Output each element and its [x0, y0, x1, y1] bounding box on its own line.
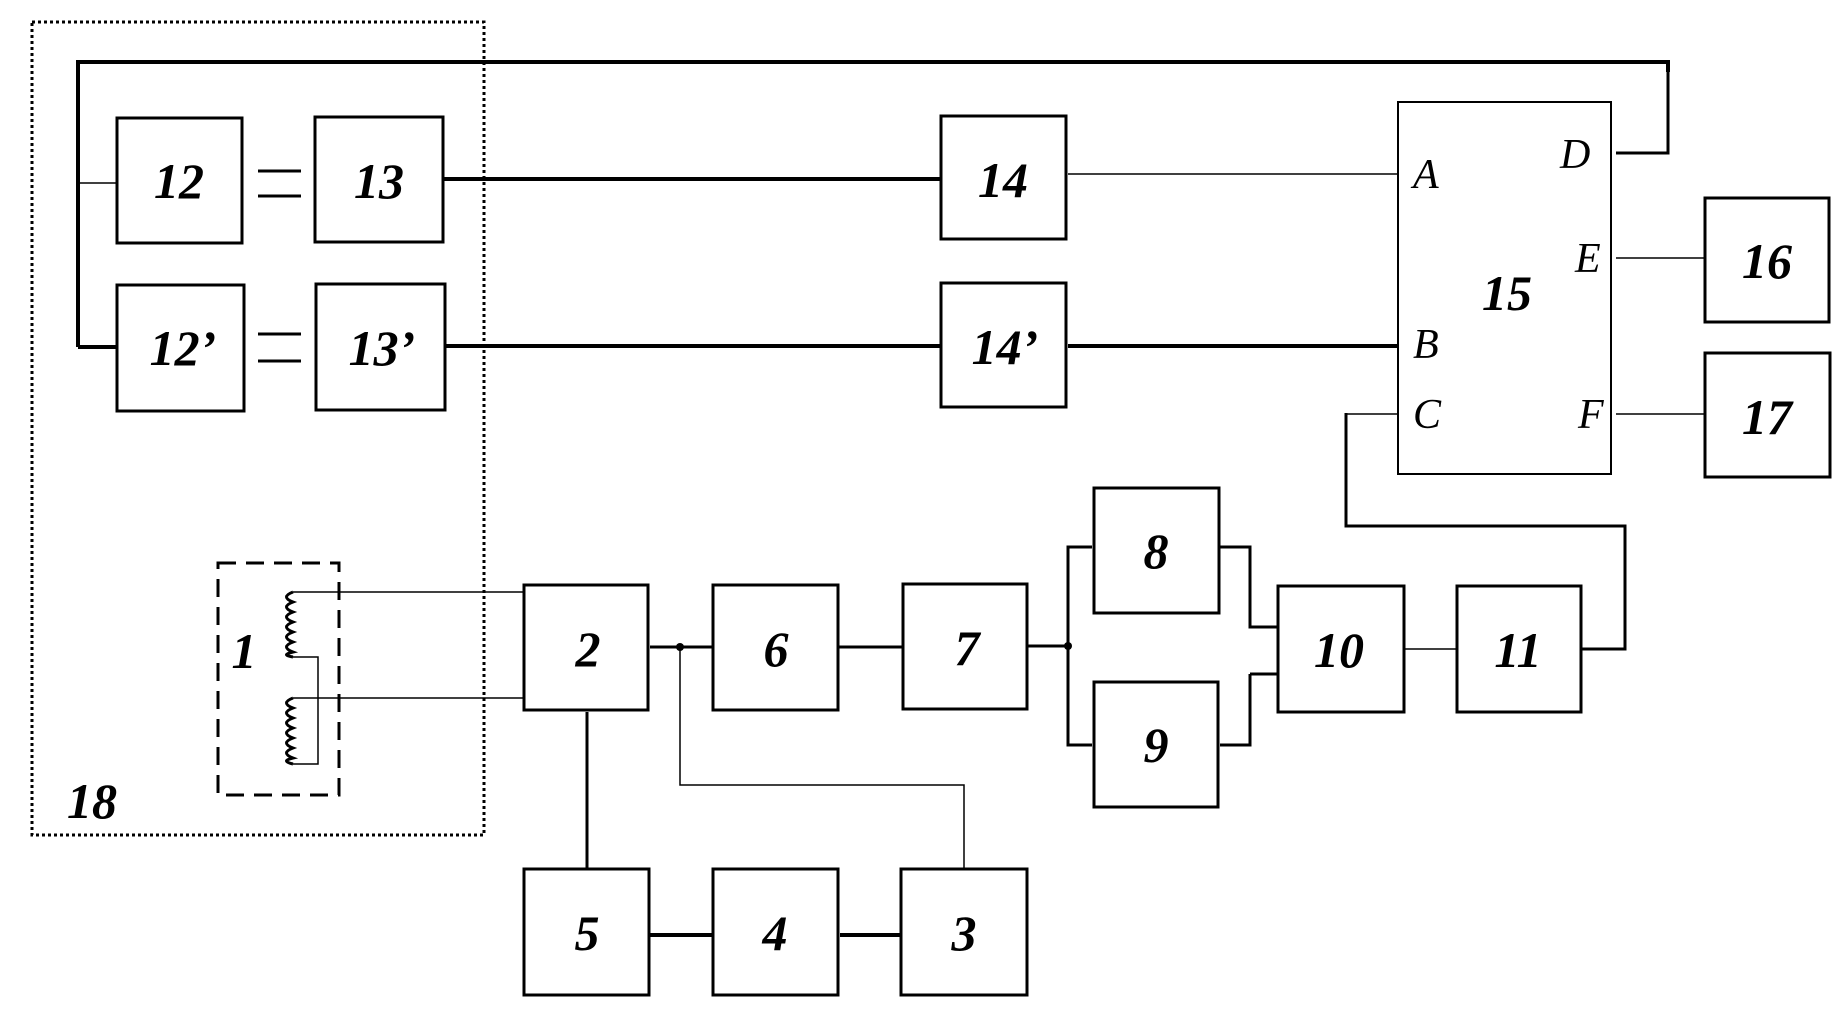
block-13-prime-label: 13’: [349, 320, 416, 376]
enclosure-18-label: 18: [67, 773, 117, 829]
block-17-label: 17: [1742, 389, 1794, 445]
block-7-label: 7: [955, 620, 982, 676]
port-e-label: E: [1574, 236, 1601, 282]
block-14-prime-label: 14’: [972, 319, 1039, 375]
block-14-prime: 14’: [941, 283, 1066, 407]
block-5: 5: [524, 869, 649, 995]
block-12-prime-label: 12’: [150, 320, 217, 376]
block-2: 2: [524, 585, 648, 710]
block-10: 10: [1278, 586, 1404, 712]
block-2-label: 2: [575, 621, 601, 677]
block-6: 6: [713, 585, 838, 710]
block-14-label: 14: [978, 152, 1028, 208]
block-4: 4: [713, 869, 838, 995]
block-17: 17: [1705, 353, 1830, 477]
block-11-label: 11: [1494, 622, 1541, 678]
block-8: 8: [1094, 488, 1219, 613]
block-16: 16: [1705, 198, 1829, 322]
block-9: 9: [1094, 682, 1218, 807]
port-b-label: B: [1413, 322, 1439, 368]
block-13: 13: [315, 117, 443, 242]
block-13-label: 13: [354, 153, 404, 209]
port-d-label: D: [1559, 132, 1590, 178]
block-8-label: 8: [1144, 523, 1169, 579]
block-3-label: 3: [951, 905, 977, 961]
block-15-label: 15: [1482, 265, 1532, 321]
block-11: 11: [1457, 586, 1581, 712]
block-6-label: 6: [764, 621, 789, 677]
coil-component-1: [218, 563, 339, 795]
block-7: 7: [903, 584, 1027, 709]
block-13-prime: 13’: [316, 284, 445, 410]
block-16-label: 16: [1742, 233, 1792, 289]
block-4-label: 4: [762, 905, 788, 961]
block-10-label: 10: [1314, 622, 1364, 678]
port-c-label: C: [1413, 392, 1442, 438]
block-15: 15 A B C D E F: [1398, 102, 1611, 474]
component-1-label: 1: [232, 623, 257, 679]
block-3: 3: [901, 869, 1027, 995]
port-f-label: F: [1577, 392, 1604, 438]
block-12: 12: [117, 118, 242, 243]
block-5-label: 5: [575, 905, 600, 961]
port-a-label: A: [1410, 152, 1439, 198]
block-12-label: 12: [154, 153, 204, 209]
block-12-prime: 12’: [117, 285, 244, 411]
block-14: 14: [941, 116, 1066, 239]
block-9-label: 9: [1144, 717, 1169, 773]
